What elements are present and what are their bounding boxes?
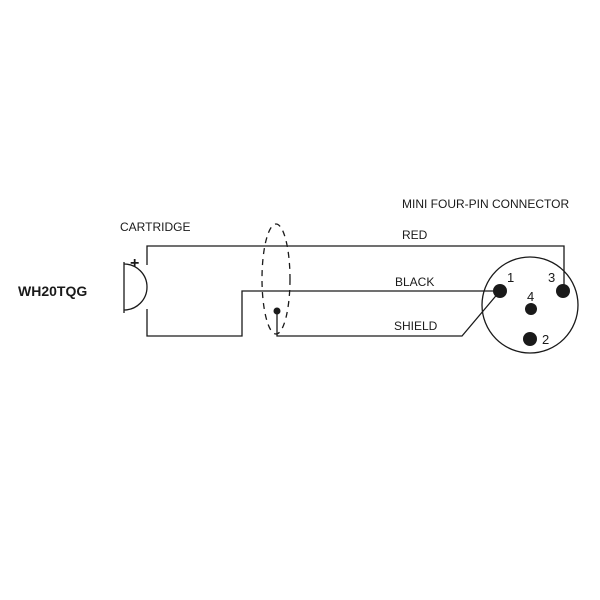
shield-junction-dot <box>273 307 281 315</box>
red-wire-label: RED <box>402 228 428 242</box>
red-wire <box>146 245 565 291</box>
black-wire-label: BLACK <box>395 275 434 289</box>
black-wire <box>146 290 500 337</box>
cartridge-diaphragm <box>123 263 148 311</box>
pin-4-label: 4 <box>527 289 534 304</box>
model-label: WH20TQG <box>18 283 87 299</box>
cartridge-symbol: + <box>123 255 148 313</box>
connector-label: MINI FOUR-PIN CONNECTOR <box>402 197 569 211</box>
pin-1-label: 1 <box>507 270 514 285</box>
shield-wire <box>276 290 501 337</box>
cartridge-label: CARTRIDGE <box>120 220 190 234</box>
cable-shield <box>261 223 291 335</box>
pin-2 <box>523 332 537 346</box>
pin-3-label: 3 <box>548 270 555 285</box>
mini-four-pin-connector: 1 3 4 2 <box>481 256 579 354</box>
connector-body <box>481 256 579 354</box>
pin-2-label: 2 <box>542 332 549 347</box>
pin-4 <box>525 303 537 315</box>
polarity-plus: + <box>130 255 139 272</box>
shield-wire-label: SHIELD <box>394 319 438 333</box>
pin-3 <box>556 284 570 298</box>
pin-1 <box>493 284 507 298</box>
